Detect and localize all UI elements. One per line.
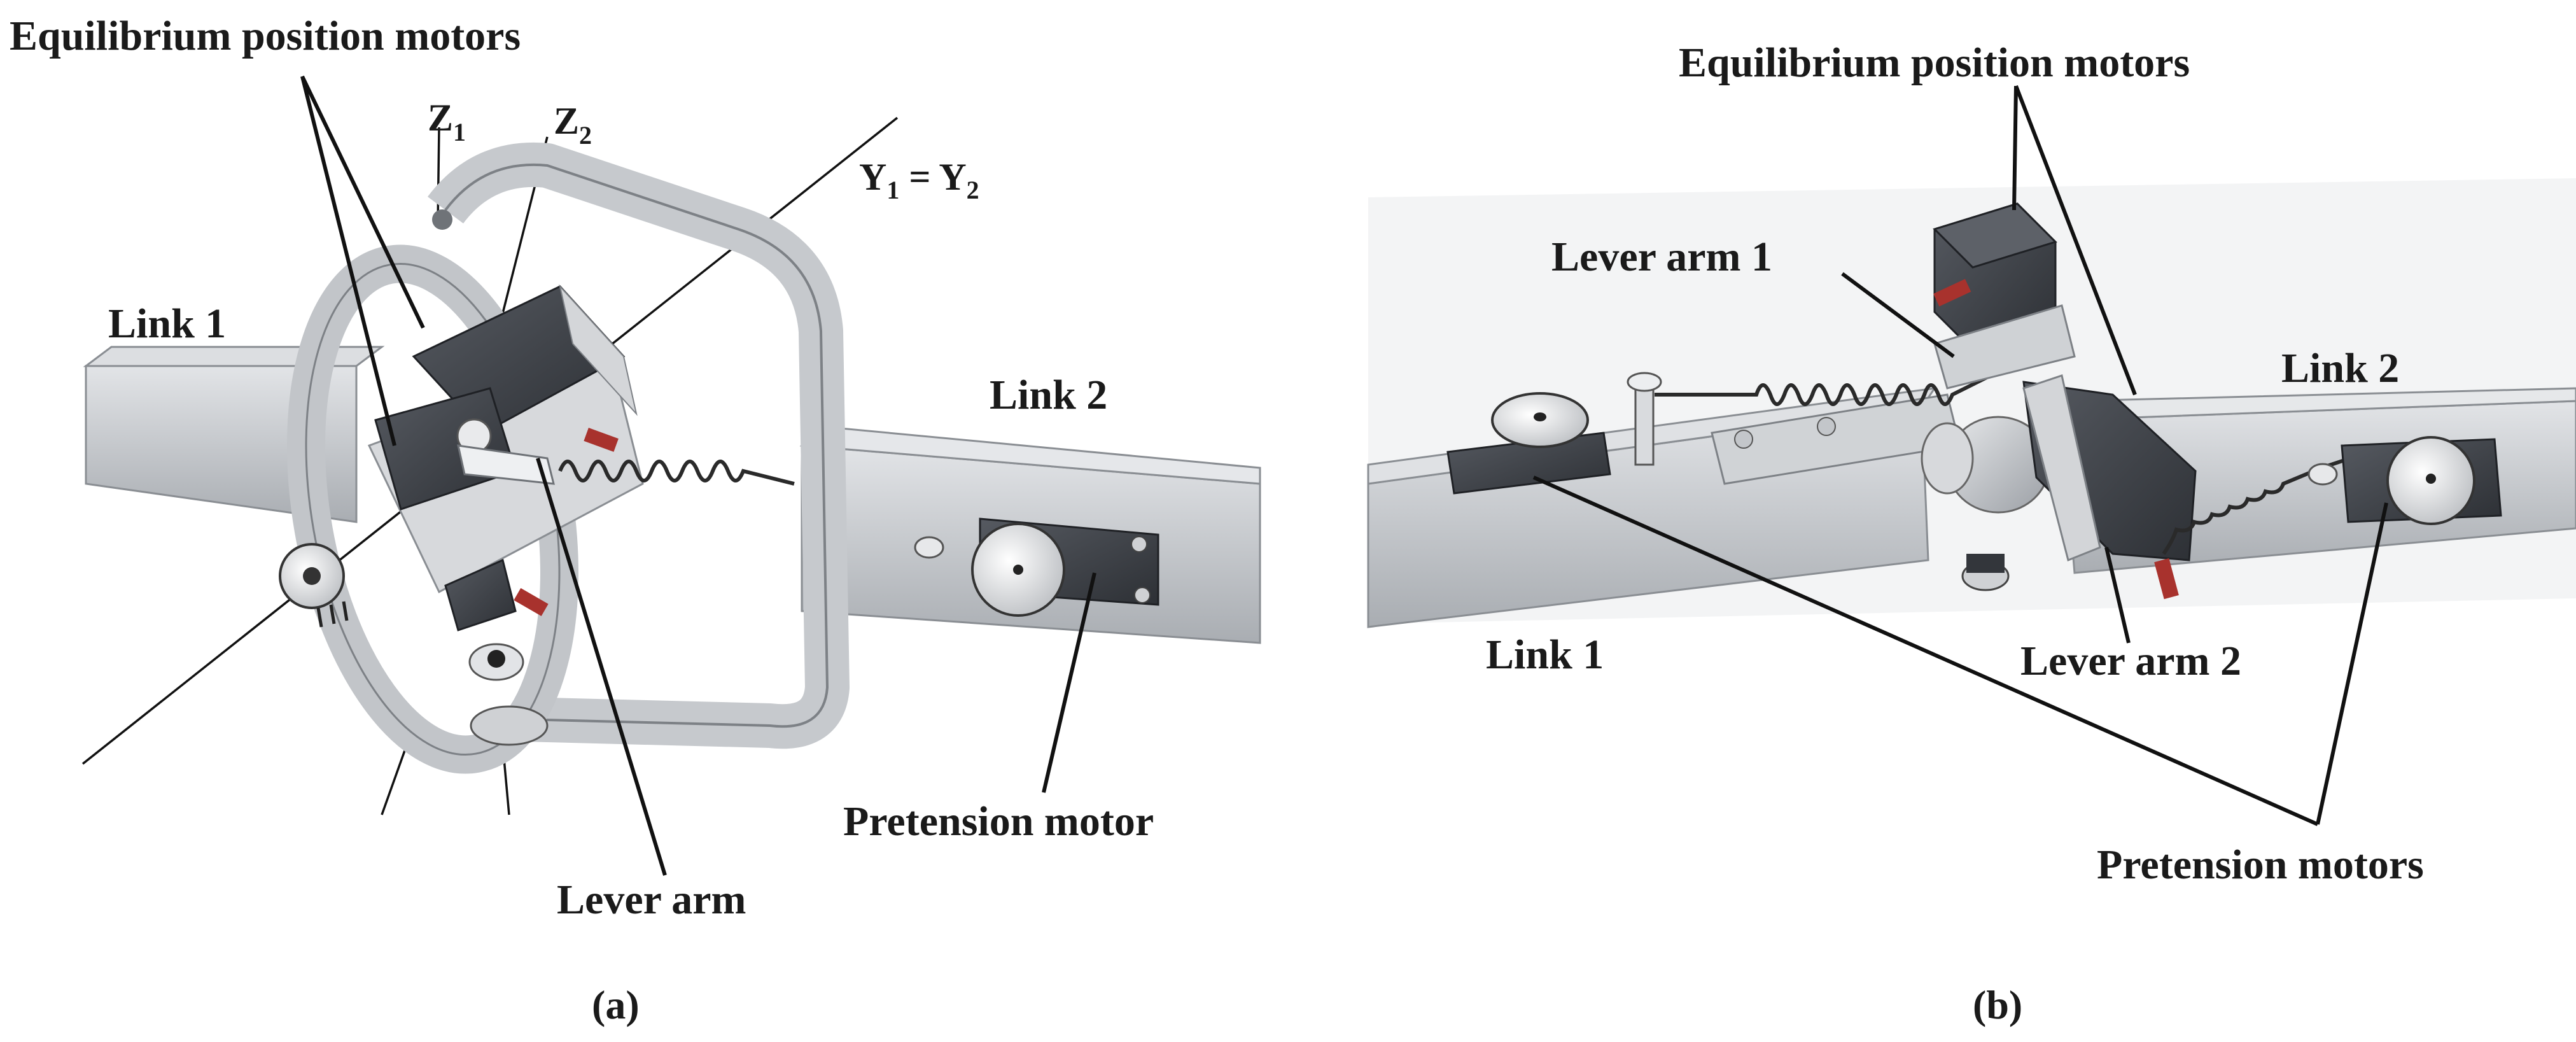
encoder-pin-3: [342, 601, 349, 621]
label-a-lever-arm: Lever arm: [557, 877, 746, 923]
label-panel-b: (b): [1973, 982, 2022, 1027]
label-b-link2: Link 2: [2281, 345, 2399, 391]
bracket-b-upper: [1933, 304, 2076, 390]
leader-a-lever: [536, 458, 667, 876]
pretension-screw-a: [914, 536, 944, 559]
leader-b-eq-1: [2012, 85, 2018, 211]
post-b-cap: [1627, 372, 1662, 392]
pretension-disc-b-left-hub: [1534, 412, 1546, 421]
label-b-lever-arm2: Lever arm 2: [2020, 638, 2241, 684]
label-b-pretension-motors: Pretension motors: [2097, 841, 2424, 888]
joint-b-ring: [1921, 422, 1974, 495]
spring-a: [558, 460, 795, 486]
label-a-axis-y: Y1 = Y2: [859, 156, 979, 204]
label-a-axis-z1: Z1: [428, 97, 466, 146]
pretension-disc-a-hub: [1013, 565, 1023, 575]
axis-z1-line: [437, 127, 440, 223]
label-b-link1: Link 1: [1486, 631, 1604, 678]
leader-b-lever1: [1841, 272, 1955, 358]
joint-b-bottom-servo: [1966, 554, 2005, 573]
mount-bolt-b2: [1817, 417, 1836, 436]
bracket-frame-edge: [444, 163, 829, 728]
spring-b-lower: [2162, 453, 2360, 555]
panel-a: Equilibrium position motors Z1 Z2 Y1 = Y…: [10, 13, 1261, 1027]
label-a-equilibrium-motors: Equilibrium position motors: [10, 13, 521, 59]
servo-b-lower-plate: [2022, 374, 2101, 562]
label-panel-a: (a): [592, 982, 640, 1027]
leader-a-pretension: [1042, 572, 1096, 793]
label-b-equilibrium-motors: Equilibrium position motors: [1679, 39, 2190, 86]
encoder-left-hub: [303, 567, 321, 585]
lever-arm-part: [457, 444, 555, 485]
leader-b-lever2: [2104, 547, 2131, 644]
label-a-pretension-motor: Pretension motor: [843, 798, 1154, 845]
servo-bottom: [444, 558, 517, 631]
leader-b-pretension-2: [2316, 502, 2388, 825]
servo-b-upper-top: [1933, 202, 2057, 269]
lower-bearing: [470, 705, 549, 746]
leader-b-pretension-1: [1532, 475, 2319, 826]
post-b: [1634, 381, 1655, 466]
pretension-bolt-a1: [1131, 536, 1147, 553]
label-a-link1: Link 1: [108, 300, 226, 347]
label-b-lever-arm1: Lever arm 1: [1551, 234, 1772, 280]
pretension-disc-b-right-hub: [2426, 474, 2436, 484]
spring-b-upper: [1655, 374, 1992, 406]
label-a-link2: Link 2: [990, 372, 1107, 418]
panel-b: Equilibrium position motors Lever arm 1 …: [1367, 39, 2576, 1027]
pretension-screw-b: [2307, 463, 2338, 486]
spring-tab-red-b-lower: [2154, 558, 2179, 600]
encoder-pin-1: [316, 607, 323, 628]
spring-tab-red-lower: [514, 588, 549, 616]
servo-upper-face: [559, 284, 638, 416]
leader-a-eq-2: [300, 76, 396, 446]
encoder-pin-2: [329, 604, 336, 624]
spring-tab-red-upper: [584, 428, 619, 452]
label-a-axis-z2: Z2: [554, 100, 592, 150]
spring-tab-red-b-upper: [1933, 279, 1971, 307]
lower-bearing-pin: [487, 650, 505, 668]
leader-a-eq-1: [300, 75, 425, 329]
pretension-bolt-a2: [1134, 587, 1151, 603]
mount-bolt-b1: [1734, 430, 1753, 449]
bracket-hole: [432, 209, 452, 230]
leader-b-eq-2: [2014, 85, 2137, 396]
